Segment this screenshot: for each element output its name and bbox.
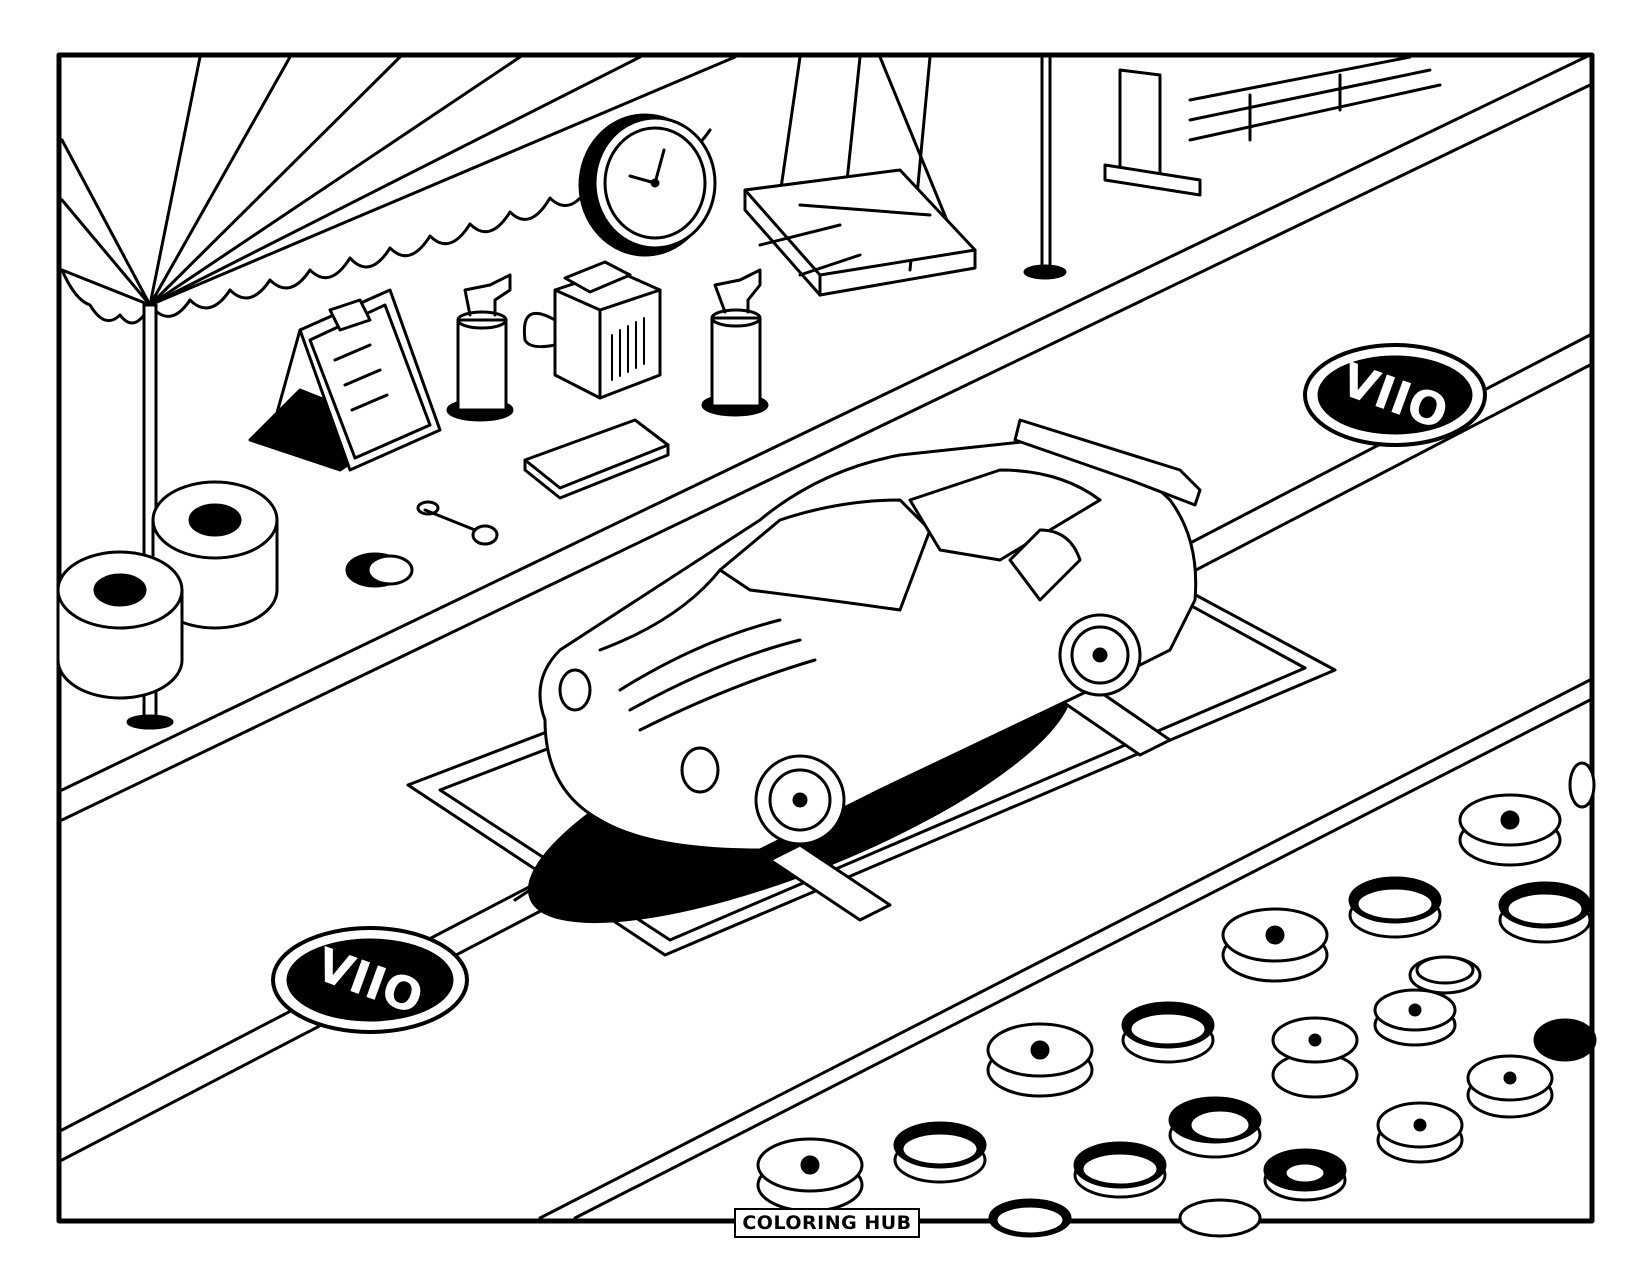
clipboard-icon	[248, 288, 442, 472]
barrier-icon	[1188, 55, 1442, 142]
generator-icon	[522, 260, 662, 400]
brand-label: COLORING HUB	[734, 1208, 920, 1238]
oil-can-icon	[446, 273, 514, 422]
sports-car-icon	[538, 418, 1202, 852]
pole-icon	[1023, 55, 1067, 280]
oil-can-icon	[701, 268, 769, 417]
tire-stack-icon	[56, 480, 279, 700]
wheel-rim-icon	[756, 761, 1597, 1238]
track-sign-lower	[271, 926, 469, 1034]
wall-clock-icon	[578, 113, 717, 257]
sign-stand-icon	[1103, 68, 1202, 197]
tool-tray-icon	[743, 55, 977, 297]
track-sign-upper	[1303, 343, 1487, 447]
wrench-icon	[345, 500, 499, 588]
tablet-icon	[523, 418, 670, 500]
